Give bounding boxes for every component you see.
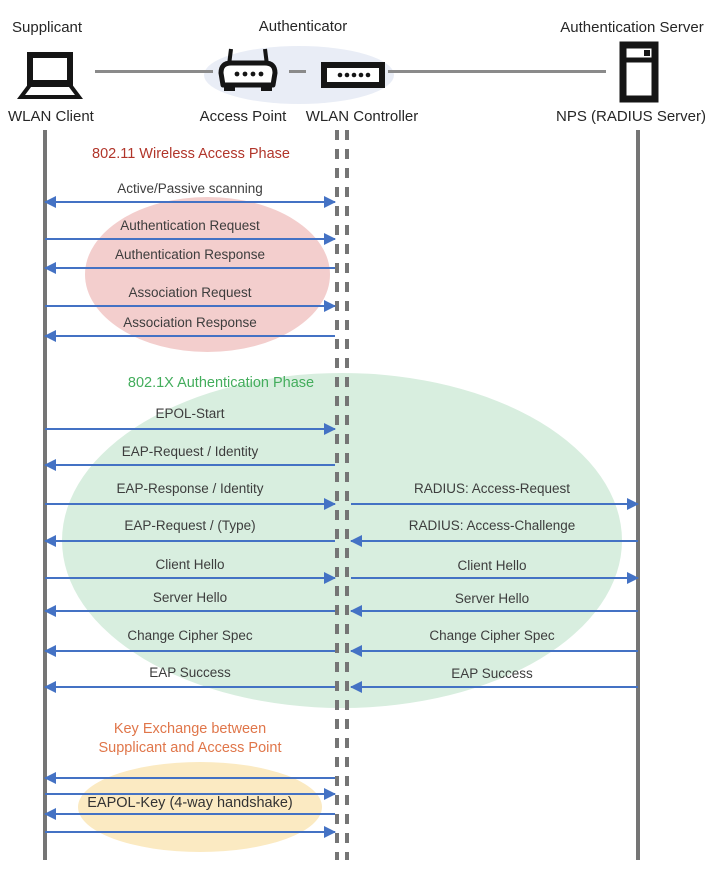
message-arrow: [350, 605, 638, 617]
message-label: EAP Success: [451, 666, 533, 681]
message-arrow: [45, 300, 336, 312]
wlan-controller-icon: [321, 62, 385, 88]
message-label: Client Hello: [155, 557, 225, 572]
message-arrow: [44, 459, 335, 471]
message-arrow: [350, 681, 638, 693]
controller-lifeline-left: [335, 130, 339, 860]
message-label: Server Hello: [152, 590, 228, 605]
message-arrow: [44, 645, 335, 657]
phase3-title-line1: Key Exchange between: [113, 721, 267, 737]
message-label: Client Hello: [457, 558, 527, 573]
laptop-icon: [17, 52, 83, 99]
message-label: EPOL-Start: [155, 406, 225, 421]
access-point-icon: [218, 48, 278, 91]
message-arrow: [44, 196, 336, 208]
message-label: EAP Success: [149, 665, 231, 680]
handshake-arrow-3: [44, 808, 335, 820]
message-arrow: [44, 535, 335, 547]
message-label: EAP-Response / Identity: [116, 481, 264, 496]
wlan-client-label: WLAN Client: [8, 108, 94, 125]
phase1-ellipse: [85, 197, 330, 352]
client-lifeline: [43, 130, 47, 860]
server-lifeline: [636, 130, 640, 860]
message-arrow: [44, 605, 335, 617]
controller-lifeline-right: [345, 130, 349, 860]
handshake-arrow-4: [45, 826, 336, 838]
phase2-title: 802.1X Authentication Phase: [127, 375, 315, 391]
message-arrow: [44, 681, 335, 693]
ap-controller-link: [289, 70, 306, 73]
message-label: Authentication Request: [120, 218, 260, 233]
authentication-server-role-label: Authentication Server: [560, 19, 704, 36]
message-arrow: [45, 233, 336, 245]
message-label: RADIUS: Access-Request: [413, 481, 571, 496]
nps-label: NPS (RADIUS Server): [555, 108, 707, 125]
phase3-title-line2: Supplicant and Access Point: [98, 740, 282, 756]
message-label: Change Cipher Spec: [429, 628, 555, 643]
message-arrow: [44, 262, 335, 274]
message-label: EAP-Request / (Type): [124, 518, 256, 533]
message-label: Server Hello: [454, 591, 530, 606]
message-label: Association Response: [123, 315, 257, 330]
message-label: Change Cipher Spec: [127, 628, 253, 643]
authenticator-role-label: Authenticator: [258, 18, 348, 35]
message-arrow: [45, 423, 336, 435]
message-arrow: [351, 572, 639, 584]
phase1-title: 802.11 Wireless Access Phase: [92, 146, 290, 162]
handshake-arrow-2: [45, 788, 336, 800]
message-label: Active/Passive scanning: [117, 181, 263, 196]
server-icon: [619, 41, 659, 103]
client-ap-link: [95, 70, 213, 73]
message-arrow: [351, 498, 639, 510]
message-label: Association Request: [128, 285, 252, 300]
message-label: RADIUS: Access-Challenge: [408, 518, 576, 533]
message-arrow: [350, 535, 638, 547]
message-arrow: [45, 498, 336, 510]
message-label: EAP-Request / Identity: [121, 444, 259, 459]
message-label: EAPOL-Key (4-way handshake): [87, 795, 293, 811]
message-arrow: [350, 645, 638, 657]
wlan-controller-label: WLAN Controller: [305, 108, 419, 125]
handshake-arrow-1: [44, 772, 335, 784]
controller-server-link: [388, 70, 606, 73]
message-label: Authentication Response: [114, 247, 266, 262]
supplicant-role-label: Supplicant: [12, 19, 83, 36]
message-arrow: [44, 330, 335, 342]
access-point-label: Access Point: [199, 108, 287, 125]
message-arrow: [45, 572, 336, 584]
